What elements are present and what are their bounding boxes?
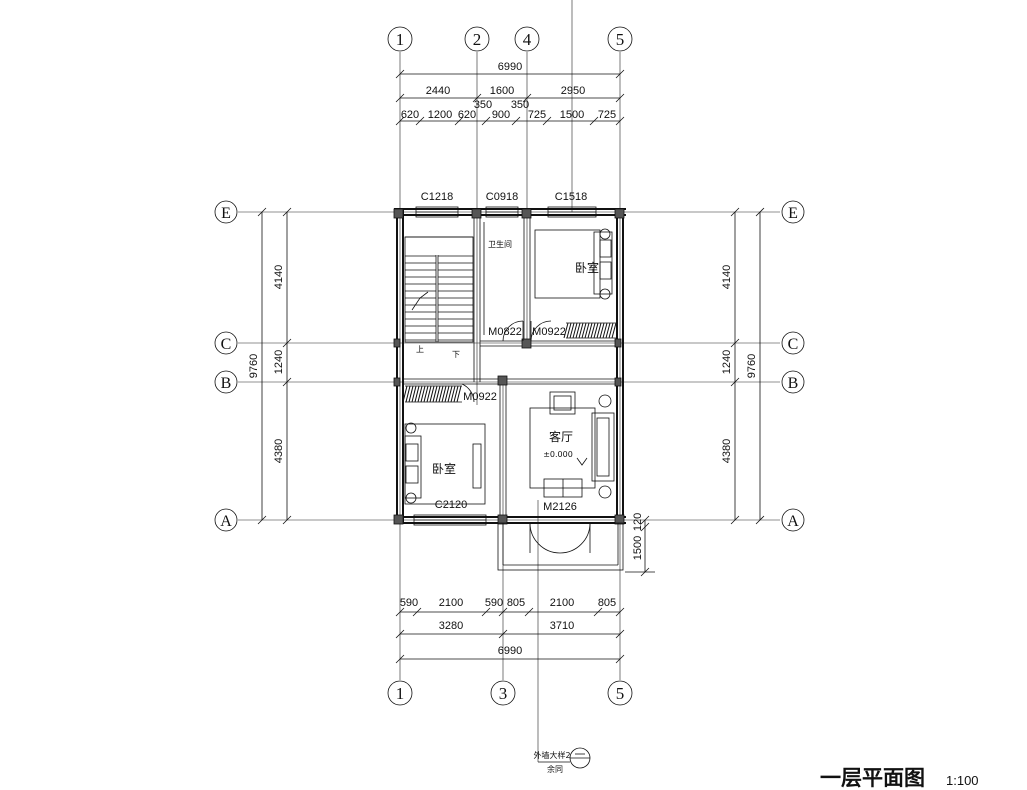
- room-label-bedroom-lower: 卧室: [432, 461, 456, 476]
- window-tag-c2120: C2120: [435, 499, 467, 511]
- stair: [404, 236, 474, 343]
- door-tag-m0922-upper: M0922: [532, 326, 566, 338]
- dim-left-total: 9760: [248, 354, 260, 378]
- dim-right-4380: 4380: [721, 439, 733, 463]
- dim-top-725-a: 725: [528, 109, 546, 121]
- windows: [413, 206, 597, 526]
- dim-top-620-a: 620: [401, 109, 419, 121]
- dim-top-total: 6990: [498, 61, 522, 73]
- detail-note-sub: 余同: [547, 764, 563, 774]
- axis-label-right-B: B: [788, 375, 799, 392]
- axis-label-left-B: B: [221, 375, 232, 392]
- dim-right-total: 9760: [746, 354, 758, 378]
- dim-top-1600: 1600: [490, 85, 514, 97]
- room-label-living: 客厅: [549, 429, 573, 444]
- door-tag-m2126: M2126: [543, 501, 577, 513]
- drawing-scale: 1:100: [946, 773, 979, 788]
- living-floor-level: ±0.000: [543, 450, 573, 459]
- dim-right-4140: 4140: [721, 265, 733, 289]
- axis-label-left-E: E: [221, 205, 231, 222]
- stair-down-label: 下: [452, 350, 460, 359]
- window-tag-c1218: C1218: [421, 191, 453, 203]
- detail-note: [538, 747, 591, 769]
- window-tag-c1518: C1518: [555, 191, 587, 203]
- dim-bottom-2100-a: 2100: [439, 597, 463, 609]
- axis-label-left-A: A: [220, 513, 232, 530]
- dim-bottom-590-a: 590: [400, 597, 418, 609]
- dim-bottom-590-b: 590: [485, 597, 503, 609]
- axis-bubbles-sides: E C B A E C B A: [214, 200, 805, 532]
- axis-label-bottom-1: 1: [396, 684, 405, 703]
- dim-left-1240: 1240: [273, 350, 285, 374]
- door-tag-m0822: M0822: [488, 326, 522, 338]
- axis-label-bottom-5: 5: [616, 684, 625, 703]
- dim-top-900: 900: [492, 109, 510, 121]
- window-tag-c0918: C0918: [486, 191, 518, 203]
- door-tag-m0922-lower: M0922: [463, 391, 497, 403]
- columns: [393, 208, 625, 525]
- stair-up-label: 上: [416, 345, 424, 354]
- axis-label-top-2: 2: [473, 30, 482, 49]
- axis-label-top-4: 4: [523, 30, 532, 49]
- doors-upper: [502, 320, 552, 342]
- dim-bottom-3280: 3280: [439, 620, 463, 632]
- dim-top-1500: 1500: [560, 109, 584, 121]
- axis-label-top-5: 5: [616, 30, 625, 49]
- dim-porch-120: 120: [632, 513, 644, 531]
- top-dimensions: 6990 2440 1600 2950 350 350 620 1200 620…: [395, 61, 625, 126]
- dim-top-offset-350-a: 350: [474, 99, 492, 111]
- axis-label-bottom-3: 3: [499, 684, 508, 703]
- bottom-dimensions: 590 2100 590 805 2100 805 3280 3710 6990: [395, 597, 625, 664]
- axis-bubbles-bottom: 1 3 5: [387, 680, 633, 706]
- axis-bubbles-top: 1 2 4 5: [387, 26, 633, 52]
- dim-left-4380: 4380: [273, 439, 285, 463]
- axis-label-left-C: C: [221, 336, 232, 353]
- upper-bedroom-furniture: [534, 228, 617, 339]
- room-label-bedroom-upper: 卧室: [575, 260, 599, 275]
- dim-top-2950: 2950: [561, 85, 585, 97]
- right-dimensions: 4140 1240 4380 9760: [721, 207, 765, 525]
- porch-dimensions: 1500 120: [625, 513, 655, 577]
- dim-top-1200: 1200: [428, 109, 452, 121]
- dim-bottom-805-b: 805: [598, 597, 616, 609]
- dim-bottom-3710: 3710: [550, 620, 574, 632]
- dim-top-620-b: 620: [458, 109, 476, 121]
- axis-label-top-1: 1: [396, 30, 405, 49]
- dim-porch-1500: 1500: [632, 536, 644, 560]
- dim-right-1240: 1240: [721, 350, 733, 374]
- entrance-porch: [497, 522, 624, 571]
- axis-label-right-E: E: [788, 205, 798, 222]
- dim-bottom-total: 6990: [498, 645, 522, 657]
- dim-top-offset-350-b: 350: [511, 99, 529, 111]
- dim-bottom-2100-b: 2100: [550, 597, 574, 609]
- room-label-bathroom: 卫生间: [488, 239, 512, 249]
- axis-label-right-C: C: [788, 336, 799, 353]
- living-furniture: [529, 391, 615, 499]
- dim-top-2440: 2440: [426, 85, 450, 97]
- dim-bottom-805-a: 805: [507, 597, 525, 609]
- lower-bedroom-furniture: [402, 383, 486, 505]
- axis-label-right-A: A: [787, 513, 799, 530]
- drawing-title: 一层平面图: [820, 766, 925, 790]
- detail-note-label: 外墙大样2: [533, 750, 570, 760]
- dim-left-4140: 4140: [273, 265, 285, 289]
- left-dimensions: 9760 4140 1240 4380: [248, 207, 292, 525]
- dim-top-725-b: 725: [598, 109, 616, 121]
